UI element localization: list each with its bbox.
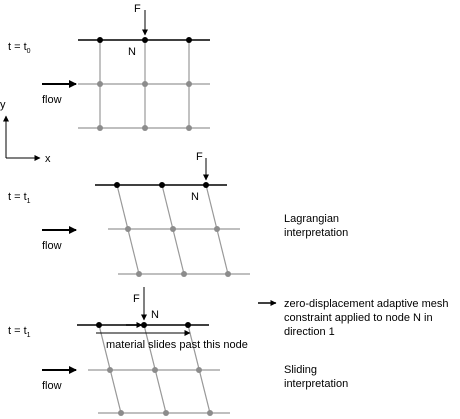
- flow-label: flow: [42, 94, 62, 106]
- flow-label: flow: [42, 240, 62, 252]
- node-label: N: [128, 46, 136, 58]
- constraint-note: constraint applied to node N in: [284, 312, 433, 324]
- constraint-note: direction 1: [284, 326, 335, 338]
- force-label: F: [134, 3, 141, 15]
- node: [186, 37, 192, 43]
- x-axis-label: x: [45, 153, 51, 165]
- node: [159, 182, 165, 188]
- time-label: t = t1: [8, 191, 31, 205]
- node: [96, 322, 102, 328]
- flow-label: flow: [42, 380, 62, 392]
- node: [118, 410, 124, 416]
- node: [136, 271, 142, 277]
- node: [186, 81, 192, 87]
- node: [196, 367, 202, 373]
- node: [225, 271, 231, 277]
- constraint-note: zero-displacement adaptive mesh: [284, 298, 448, 310]
- interpretation-label: Lagrangian: [284, 213, 339, 225]
- node: [107, 367, 113, 373]
- interpretation-label: Sliding: [284, 364, 317, 376]
- node-label: N: [191, 191, 199, 203]
- force-label: F: [133, 293, 140, 305]
- panel-initial: t = t0 flow F N: [8, 3, 210, 131]
- node: [125, 226, 131, 232]
- node: [170, 226, 176, 232]
- y-axis-label: y: [0, 99, 6, 111]
- node-n: [142, 37, 148, 43]
- slide-note: material slides past this node: [106, 339, 248, 351]
- node: [97, 37, 103, 43]
- node: [186, 125, 192, 131]
- interpretation-label: interpretation: [284, 378, 348, 390]
- node: [181, 271, 187, 277]
- node: [97, 81, 103, 87]
- time-label: t = t0: [8, 41, 31, 55]
- node: [97, 125, 103, 131]
- node: [142, 125, 148, 131]
- node-n: [141, 322, 147, 328]
- node: [114, 182, 120, 188]
- node: [163, 410, 169, 416]
- node: [207, 410, 213, 416]
- axes: y x: [0, 99, 51, 165]
- node: [152, 367, 158, 373]
- node-n: [203, 182, 209, 188]
- node: [185, 322, 191, 328]
- panel-lagrangian: t = t1 flow F N Lagrangian interpretatio…: [8, 151, 348, 277]
- node-label: N: [151, 309, 159, 321]
- node: [214, 226, 220, 232]
- force-label: F: [196, 151, 203, 163]
- node: [142, 81, 148, 87]
- panel-sliding: t = t1 flow F N material slides past thi…: [8, 287, 448, 416]
- interpretation-label: interpretation: [284, 227, 348, 239]
- time-label: t = t1: [8, 325, 31, 339]
